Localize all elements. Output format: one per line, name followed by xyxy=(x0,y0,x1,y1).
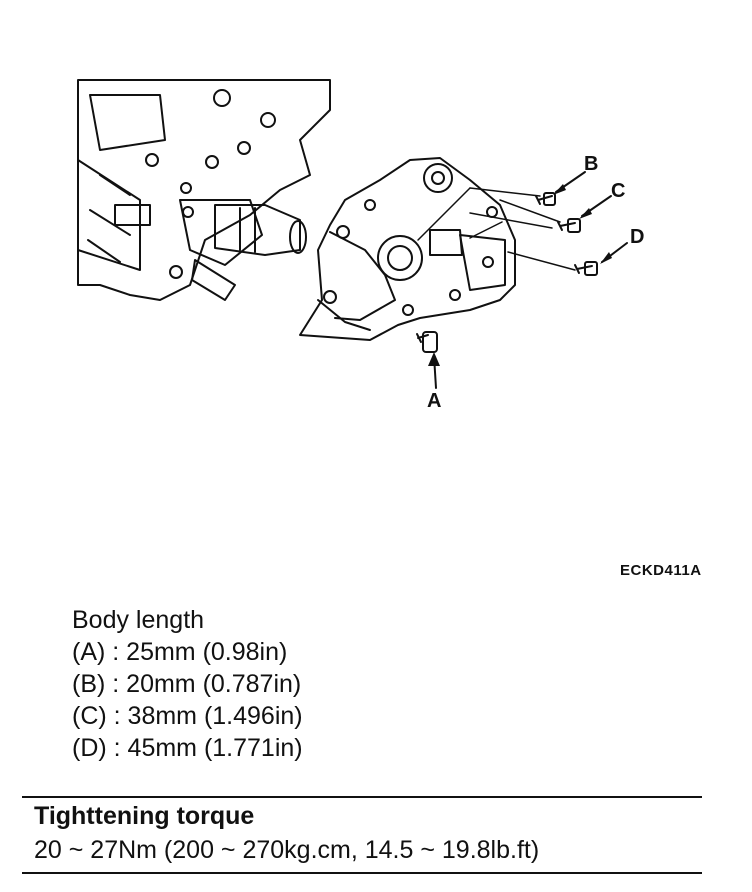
bolt-b xyxy=(535,192,556,206)
torque-top-divider xyxy=(22,796,702,798)
body-length-item-d: (D) : 45mm (1.771in) xyxy=(72,734,303,762)
oil-pump-housing xyxy=(299,157,516,341)
body-length-item-a: (A) : 25mm (0.98in) xyxy=(72,638,288,666)
figure-code: ECKD411A xyxy=(620,562,702,579)
body-length-item-c: (C) : 38mm (1.496in) xyxy=(72,702,303,730)
torque-bottom-divider xyxy=(22,872,702,874)
body-length-spec: Body length (A) : 25mm (0.98in) (B) : 20… xyxy=(72,604,303,764)
callout-d-label: D xyxy=(630,226,644,248)
callout-arrows xyxy=(433,171,628,389)
oil-pump-diagram: B C D A xyxy=(77,79,644,412)
bolt-a xyxy=(416,331,438,353)
callout-a-label: A xyxy=(427,390,441,412)
callout-c-label: C xyxy=(611,180,625,202)
bolt-c xyxy=(557,218,581,233)
torque-title: Tighttening torque xyxy=(34,802,255,830)
bolt-leader-lines xyxy=(417,187,576,271)
callout-b-label: B xyxy=(584,153,598,175)
torque-value: 20 ~ 27Nm (200 ~ 270kg.cm, 14.5 ~ 19.8lb… xyxy=(34,836,540,864)
bolt-d xyxy=(574,261,598,276)
body-length-item-b: (B) : 20mm (0.787in) xyxy=(72,670,302,698)
body-length-heading: Body length xyxy=(72,606,205,634)
engine-block xyxy=(77,79,331,301)
